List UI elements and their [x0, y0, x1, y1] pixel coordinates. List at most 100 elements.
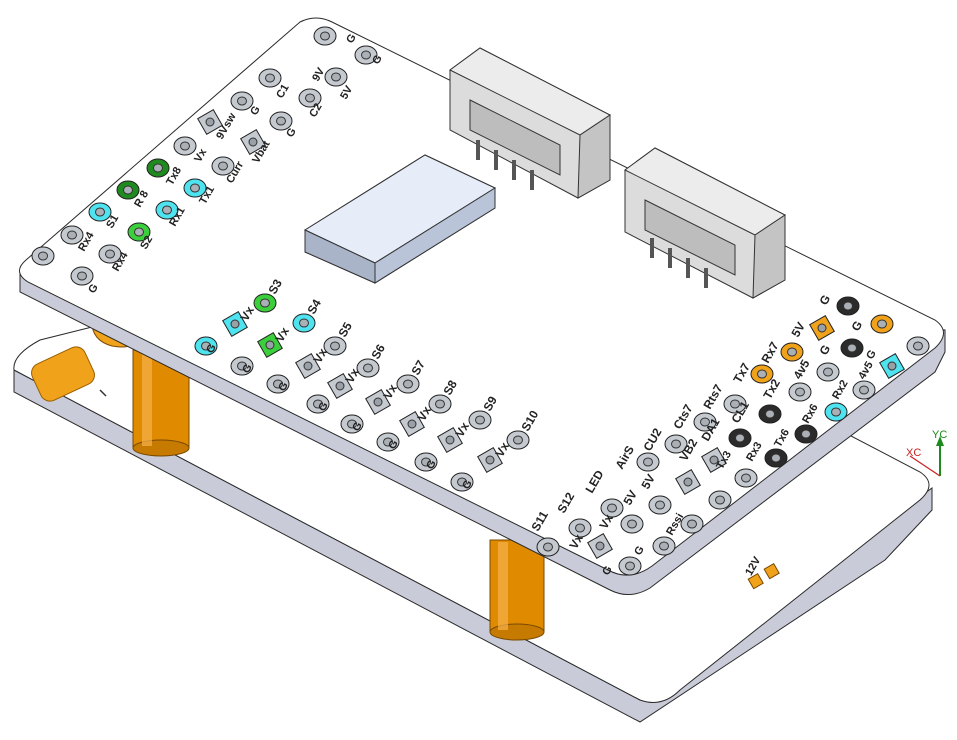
- silkscreen-label: Vx: [452, 420, 472, 440]
- pad-hole: [643, 457, 653, 467]
- pad-hole: [230, 319, 240, 329]
- pad-hole: [313, 399, 323, 409]
- pad-hole: [361, 50, 371, 60]
- pad-hole: [205, 117, 215, 127]
- pad-hole: [485, 455, 495, 465]
- pad-hole: [655, 500, 665, 510]
- pad-hole: [248, 137, 258, 147]
- pad-12v-b: [763, 562, 780, 580]
- pad-hole: [276, 116, 286, 126]
- pad-hole: [218, 161, 228, 171]
- pad-hole: [303, 361, 313, 371]
- pad-hole: [134, 227, 144, 237]
- pad-hole: [237, 96, 247, 106]
- pad-hole: [330, 341, 340, 351]
- pad-hole: [847, 343, 857, 353]
- pad-hole: [331, 72, 341, 82]
- silkscreen-label: 5V: [638, 472, 657, 492]
- pad-hole: [513, 435, 523, 445]
- standoff-right: [489, 539, 545, 641]
- pad-hole: [595, 541, 605, 551]
- silkscreen-label: Vx: [237, 304, 257, 324]
- lower-board-pad: [31, 346, 95, 402]
- silkscreen-label: S2: [138, 234, 155, 252]
- pad-hole: [709, 455, 719, 465]
- axis-yc-label: YC: [932, 429, 947, 441]
- pad-hole: [435, 399, 445, 409]
- pad-hole: [765, 409, 775, 419]
- pad-hole: [771, 453, 781, 463]
- pad-hole: [843, 301, 853, 311]
- pad-hole: [730, 399, 740, 409]
- silkscreen-label: S5: [335, 320, 355, 340]
- silkscreen-label: S3: [265, 277, 285, 297]
- pad-hole: [335, 381, 345, 391]
- pad-hole: [201, 341, 211, 351]
- pad-hole: [687, 519, 697, 529]
- pad-12v-a: [747, 572, 764, 590]
- pad-hole: [407, 419, 417, 429]
- pad-hole: [823, 367, 833, 377]
- standoff-left: [132, 349, 190, 457]
- pad-hole: [260, 298, 270, 308]
- silkscreen-label: S4: [304, 297, 324, 317]
- pad-hole: [607, 503, 617, 513]
- silkscreen-label: S9: [480, 394, 500, 414]
- jst-connector-2: [624, 147, 786, 299]
- pad-hole: [715, 495, 725, 505]
- pad-hole: [445, 435, 455, 445]
- pad-hole: [801, 429, 811, 439]
- pad-hole: [817, 323, 827, 333]
- pad-hole: [795, 387, 805, 397]
- pad-hole: [383, 437, 393, 447]
- axis-xc-line: [909, 455, 941, 477]
- pad-array: [31, 26, 930, 576]
- silkscreen-label: Vx: [272, 325, 292, 345]
- jst-connector-1: [449, 47, 611, 199]
- silkscreen-label: Vx: [310, 346, 330, 366]
- pad-hole: [683, 477, 693, 487]
- pad-hole: [859, 385, 869, 395]
- pad-hole: [77, 271, 87, 281]
- silkscreen-label: S1: [104, 213, 121, 231]
- axis-yc-arrow: [936, 436, 944, 446]
- upper-board-top: [19, 17, 944, 576]
- pad-hole: [265, 73, 275, 83]
- pad-hole: [38, 251, 48, 261]
- silkscreen-label: S6: [368, 342, 388, 362]
- silkscreen-label: 5V: [620, 488, 639, 508]
- lower-board-mark: [99, 389, 107, 397]
- silkscreen-label: Vx: [566, 532, 586, 552]
- pad-hole: [757, 369, 767, 379]
- pad-hole: [575, 523, 585, 533]
- silkscreen-label: Vx: [596, 512, 616, 532]
- pad-hole: [105, 249, 115, 259]
- pad-hole: [787, 347, 797, 357]
- pad-hole: [887, 361, 897, 371]
- pad-hole: [913, 341, 923, 351]
- silkscreen-label: S7: [408, 358, 428, 378]
- pad-hole: [95, 207, 105, 217]
- pad-hole: [265, 340, 275, 350]
- axis-triad: YC XC: [906, 429, 947, 477]
- pad-hole: [543, 542, 553, 552]
- battery-pad: [303, 154, 497, 284]
- pad-hole: [735, 433, 745, 443]
- pad-hole: [299, 318, 309, 328]
- pad-hole: [831, 407, 841, 417]
- pad-hole: [347, 419, 357, 429]
- axis-xc-label: XC: [906, 447, 921, 459]
- silkscreen-label: Vx: [380, 382, 400, 402]
- pad-hole: [625, 561, 635, 571]
- pad-hole: [741, 473, 751, 483]
- pad-hole: [403, 379, 413, 389]
- pad-hole: [190, 183, 200, 193]
- pad-hole: [659, 541, 669, 551]
- pad-hole: [363, 363, 373, 373]
- pad-hole: [123, 185, 133, 195]
- silkscreen-label: 5V: [788, 320, 807, 340]
- pad-hole: [320, 31, 330, 41]
- pad-hole: [457, 477, 467, 487]
